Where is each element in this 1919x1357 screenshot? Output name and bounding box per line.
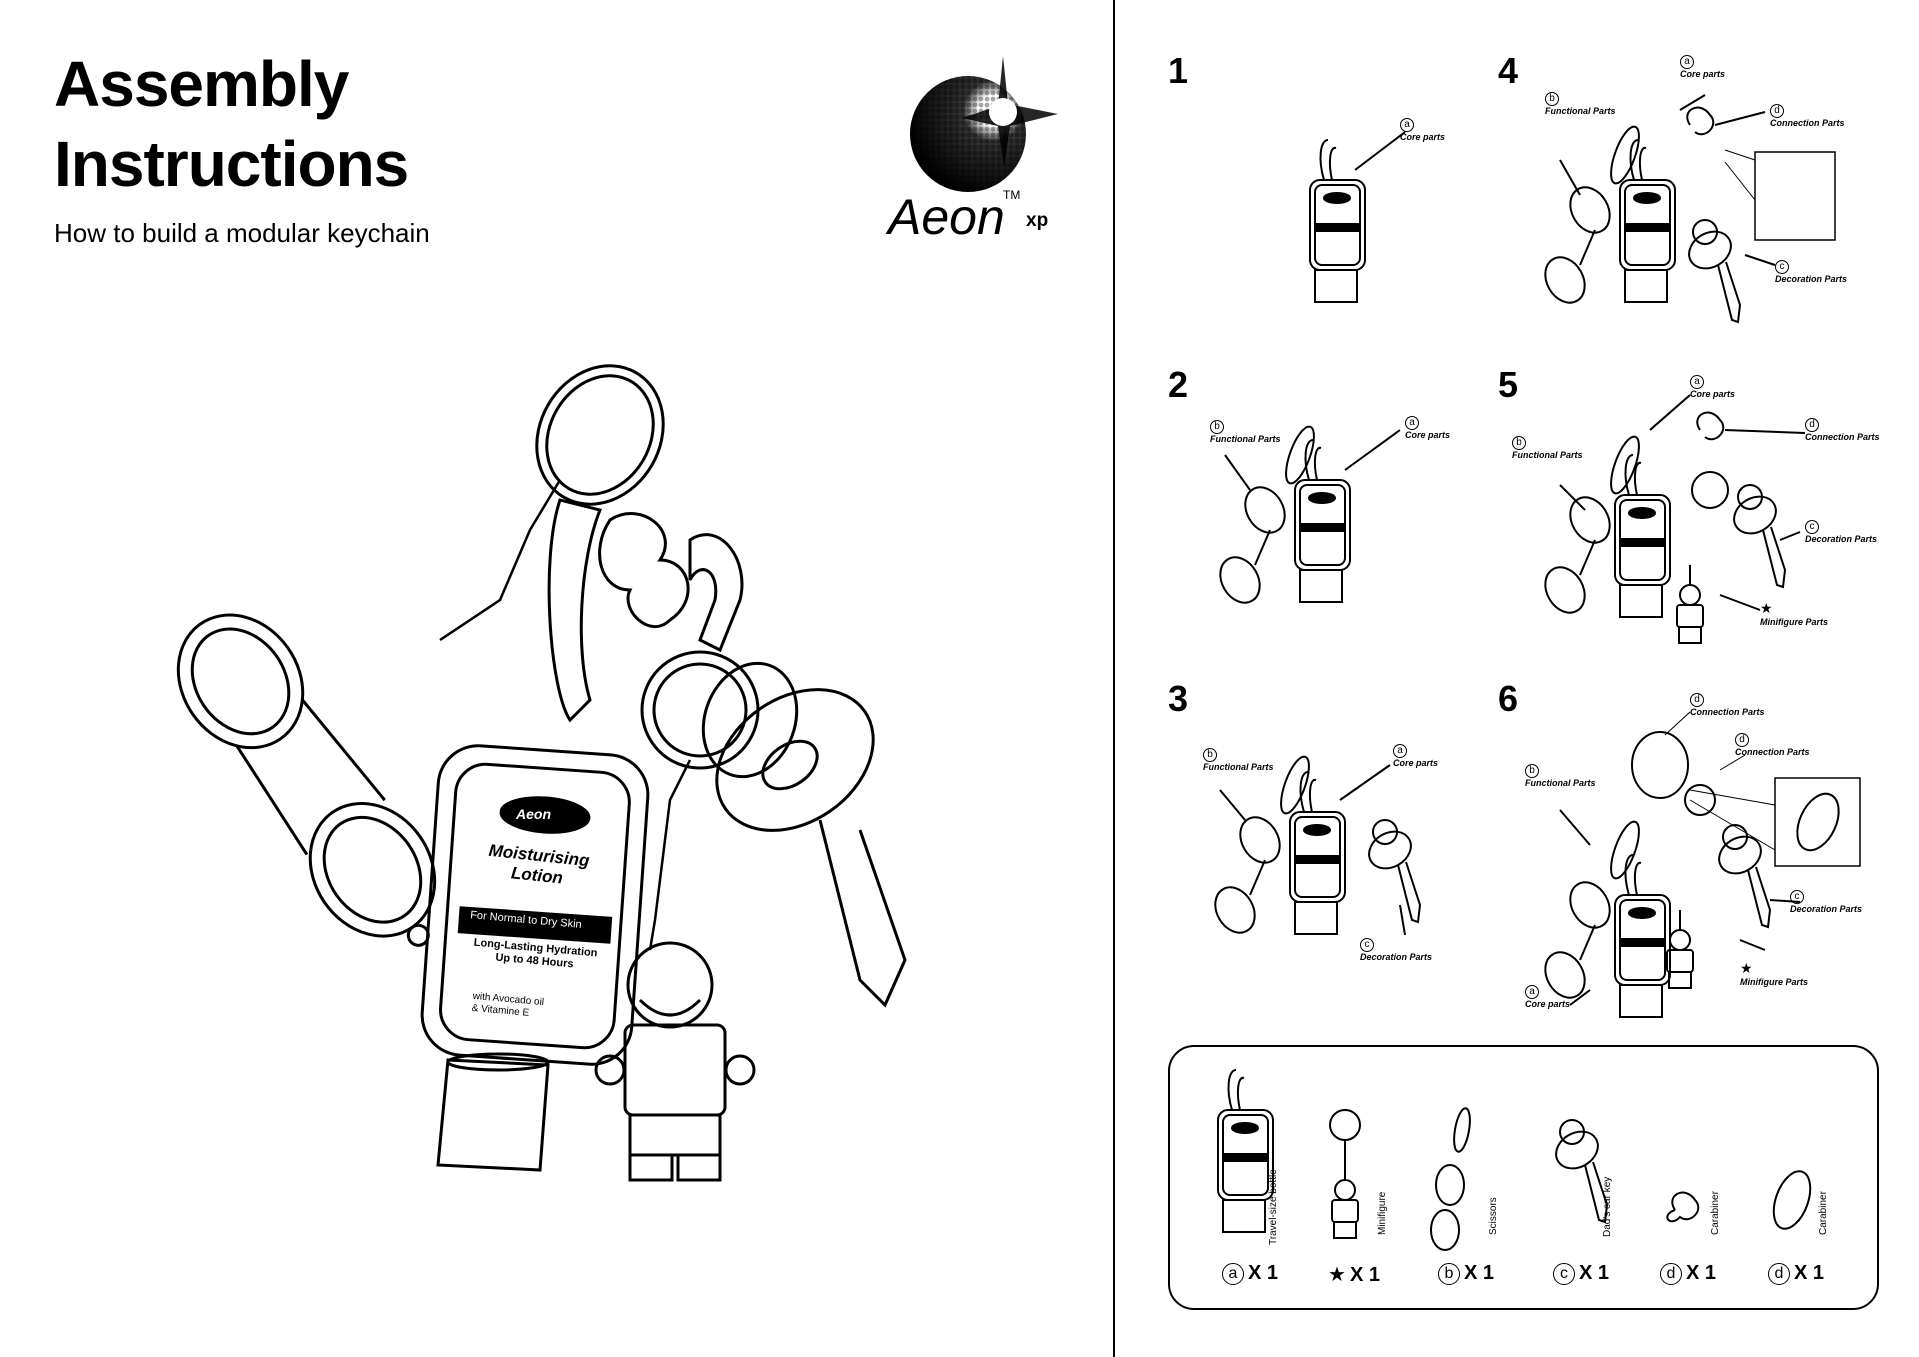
step5-minifigure-label: ★Minifigure Parts (1760, 600, 1829, 627)
part-scissors-icon (1430, 1107, 1471, 1251)
carabiner-twisted (598, 512, 690, 628)
carabiner-left (547, 498, 603, 723)
scissors-illustration (176, 613, 437, 947)
carabiner-right (688, 533, 744, 653)
part-name-carabiner-1: Carabiner (1710, 1191, 1721, 1235)
part-minifigure-icon (1329, 1109, 1361, 1239)
step-number-3: 3 (1168, 678, 1189, 719)
brand-suffix: xp (1026, 210, 1049, 231)
part-carabiner-ring-icon (1772, 1170, 1812, 1230)
page-divider (1113, 0, 1115, 1357)
brand-trademark: TM (1003, 188, 1021, 202)
car-key-illustration (701, 661, 907, 1008)
parts-list-box (1168, 1045, 1879, 1310)
bottle-illustration (420, 744, 650, 1172)
step6-minifigure-label: ★Minifigure Parts (1740, 960, 1809, 987)
bottle-brand: Aeon (516, 806, 551, 822)
part-name-scissors: Scissors (1488, 1197, 1499, 1235)
part-name-minifigure: Minifigure (1377, 1191, 1388, 1235)
page-title: Assembly Instructions (54, 48, 409, 200)
page-subtitle: How to build a modular keychain (54, 218, 430, 248)
step-number-2: 2 (1168, 364, 1189, 405)
part-name-carabiner-2: Carabiner (1818, 1191, 1829, 1235)
part-count-minifigure: ★X 1 (1328, 1264, 1380, 1286)
minifigure-illustration (594, 941, 756, 1182)
key-ring (535, 364, 665, 506)
part-name-bottle: Travel-size bottle (1268, 1169, 1279, 1245)
step-number-1: 1 (1168, 50, 1189, 91)
part-bottle-icon (1217, 1069, 1274, 1233)
step-number-5: 5 (1498, 364, 1519, 405)
part-carabiner-twisted-icon (1666, 1191, 1700, 1223)
brand-name: Aeon (888, 189, 1005, 245)
part-name-key: Dad's car key (1602, 1176, 1613, 1237)
step-number-4: 4 (1498, 50, 1519, 91)
part-key-icon (1548, 1119, 1608, 1223)
step-number-6: 6 (1498, 678, 1519, 719)
